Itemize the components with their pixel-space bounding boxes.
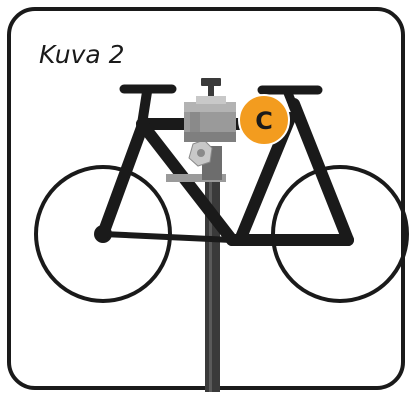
fork xyxy=(288,98,354,246)
orange-circle-marker-icon xyxy=(238,94,290,146)
figure-caption: Kuva 2 xyxy=(39,40,125,69)
chain-stay xyxy=(100,231,235,243)
stand-clamp xyxy=(166,78,236,182)
clamp-base xyxy=(166,174,226,182)
seat-stay xyxy=(97,116,150,240)
stand-pole-highlight xyxy=(209,172,212,392)
callout-label: C xyxy=(255,107,273,135)
seat-post xyxy=(137,87,152,129)
rear-wheel xyxy=(34,165,172,303)
clamp-screw-icon xyxy=(208,84,214,104)
stem xyxy=(283,88,299,113)
callout-c: C xyxy=(238,94,290,146)
